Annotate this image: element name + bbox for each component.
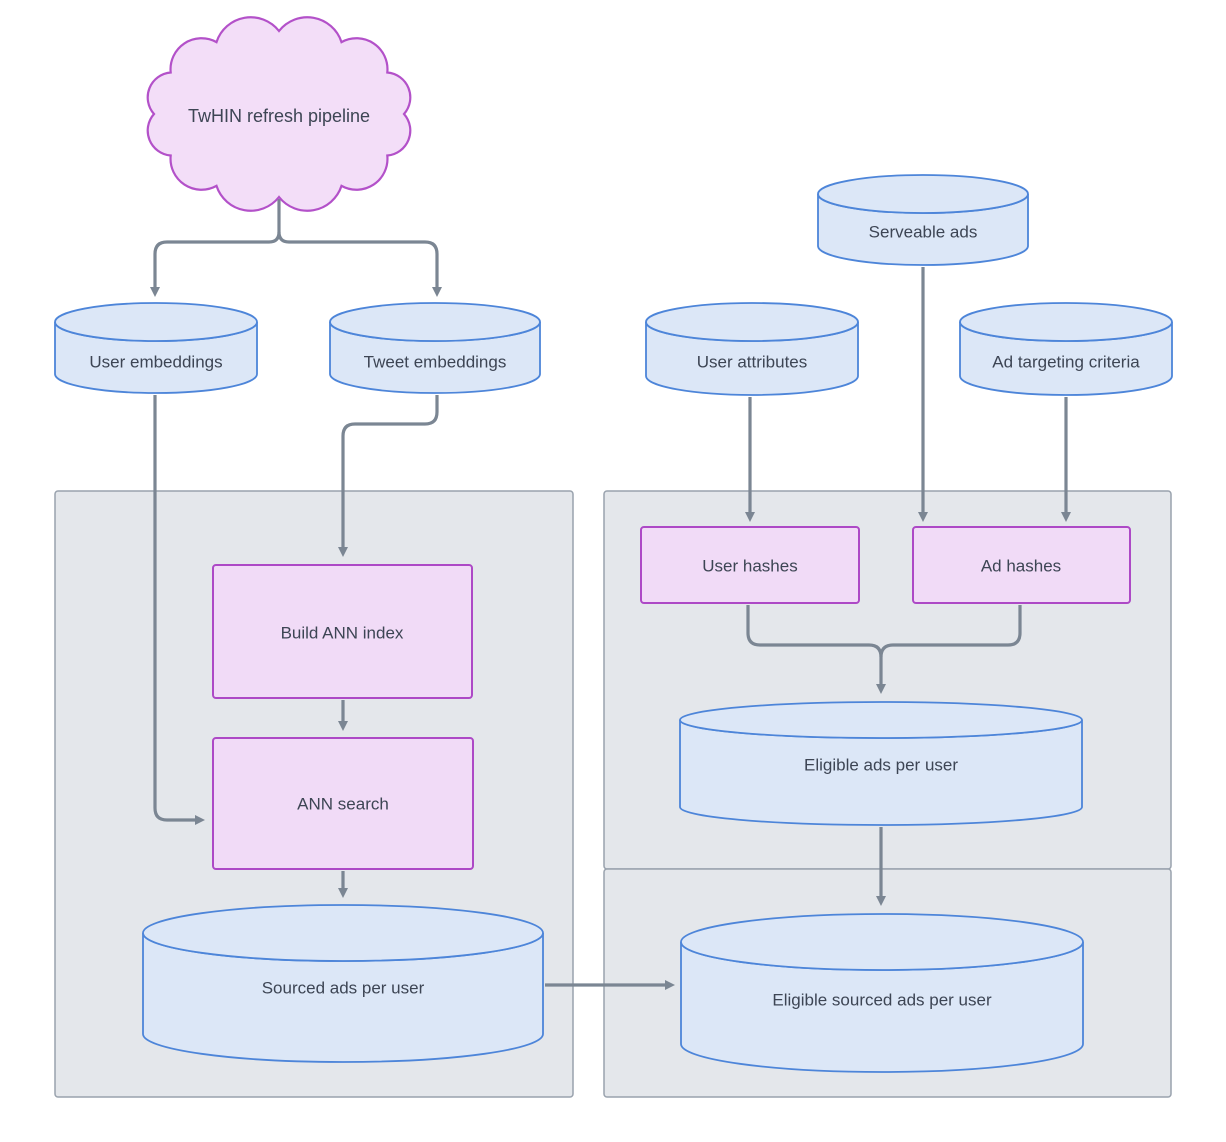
edge-cloud-to-user-embeddings (150, 199, 281, 297)
node-label: User attributes (697, 353, 808, 372)
node-ad-targeting-criteria: Ad targeting criteria (959, 302, 1173, 396)
node-serveable-ads: Serveable ads (817, 174, 1029, 266)
node-build-ann-index: Build ANN index (212, 564, 473, 699)
node-label: Ad hashes (981, 557, 1061, 576)
node-user-attributes: User attributes (645, 302, 859, 396)
edge-ad-hashes-to-eligible-ads (879, 605, 1022, 658)
node-ad-hashes: Ad hashes (912, 526, 1131, 604)
node-label: Sourced ads per user (262, 979, 425, 998)
node-sourced-ads-per-user: Sourced ads per user (142, 904, 544, 1063)
edge-cloud-to-tweet-embeddings (277, 231, 442, 297)
edge-user-embeddings-to-ann-search (153, 395, 205, 825)
node-label: User hashes (702, 557, 797, 576)
node-label: Eligible sourced ads per user (772, 991, 992, 1010)
node-label: Eligible ads per user (804, 756, 958, 775)
node-label: Build ANN index (281, 624, 404, 643)
node-label: User embeddings (89, 353, 222, 372)
node-label: Serveable ads (869, 223, 978, 242)
node-label: ANN search (297, 795, 389, 814)
node-label: Tweet embeddings (364, 353, 507, 372)
cloud-shape (146, 16, 412, 212)
node-user-embeddings: User embeddings (54, 302, 258, 394)
cloud-label: TwHIN refresh pipeline (188, 106, 370, 126)
node-user-hashes: User hashes (640, 526, 860, 604)
edge-tweet-embeddings-to-build-ann-index (338, 395, 439, 557)
node-eligible-sourced-ads-per-user: Eligible sourced ads per user (680, 913, 1084, 1073)
node-ann-search: ANN search (212, 737, 474, 870)
node-label: Ad targeting criteria (992, 353, 1140, 372)
node-twhin-refresh-pipeline: TwHIN refresh pipeline (146, 16, 412, 212)
node-eligible-ads-per-user: Eligible ads per user (679, 701, 1083, 826)
node-tweet-embeddings: Tweet embeddings (329, 302, 541, 394)
